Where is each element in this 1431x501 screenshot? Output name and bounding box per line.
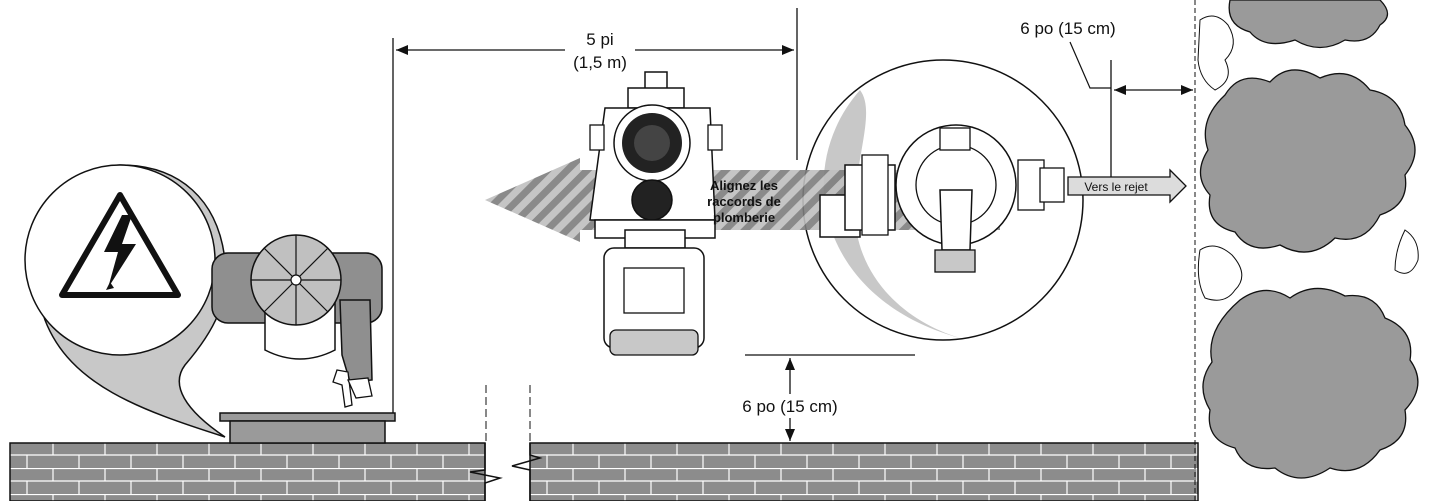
shrub-bottom xyxy=(1202,287,1419,479)
align-note-line3: plomberie xyxy=(713,210,775,225)
ground-dimension-label: 6 po (15 cm) xyxy=(742,397,837,416)
discharge-label: Vers le rejet xyxy=(1084,180,1148,194)
multiport-valve xyxy=(819,124,1065,273)
alignment-note: Alignez les raccords de plomberie xyxy=(707,178,781,225)
shrub-outlines xyxy=(1197,15,1419,301)
dimension-label-line2: (1,5 m) xyxy=(573,53,627,72)
dimension-ground: 6 po (15 cm) xyxy=(725,354,915,441)
hedge-dimension-label: 6 po (15 cm) xyxy=(1020,19,1115,38)
brick-wall xyxy=(9,385,1199,501)
dimension-hedge: 6 po (15 cm) xyxy=(1020,19,1193,190)
shrubs xyxy=(1199,0,1419,479)
shrub-middle xyxy=(1199,69,1416,253)
warning-bubble xyxy=(24,164,227,438)
electrical-hazard-warning-icon xyxy=(59,192,181,298)
pointing-hand xyxy=(332,369,373,408)
align-note-line1: Alignez les xyxy=(710,178,778,193)
dimension-5ft: 5 pi (1,5 m) xyxy=(396,30,794,74)
pool-pump xyxy=(589,71,723,356)
person-top-view xyxy=(211,234,383,408)
align-note-line2: raccords de xyxy=(707,194,781,209)
discharge-arrow: Vers le rejet xyxy=(1067,168,1187,204)
dimension-label-line1: 5 pi xyxy=(586,30,613,49)
shrub-top xyxy=(1228,0,1389,49)
equipment-pad xyxy=(219,412,396,444)
